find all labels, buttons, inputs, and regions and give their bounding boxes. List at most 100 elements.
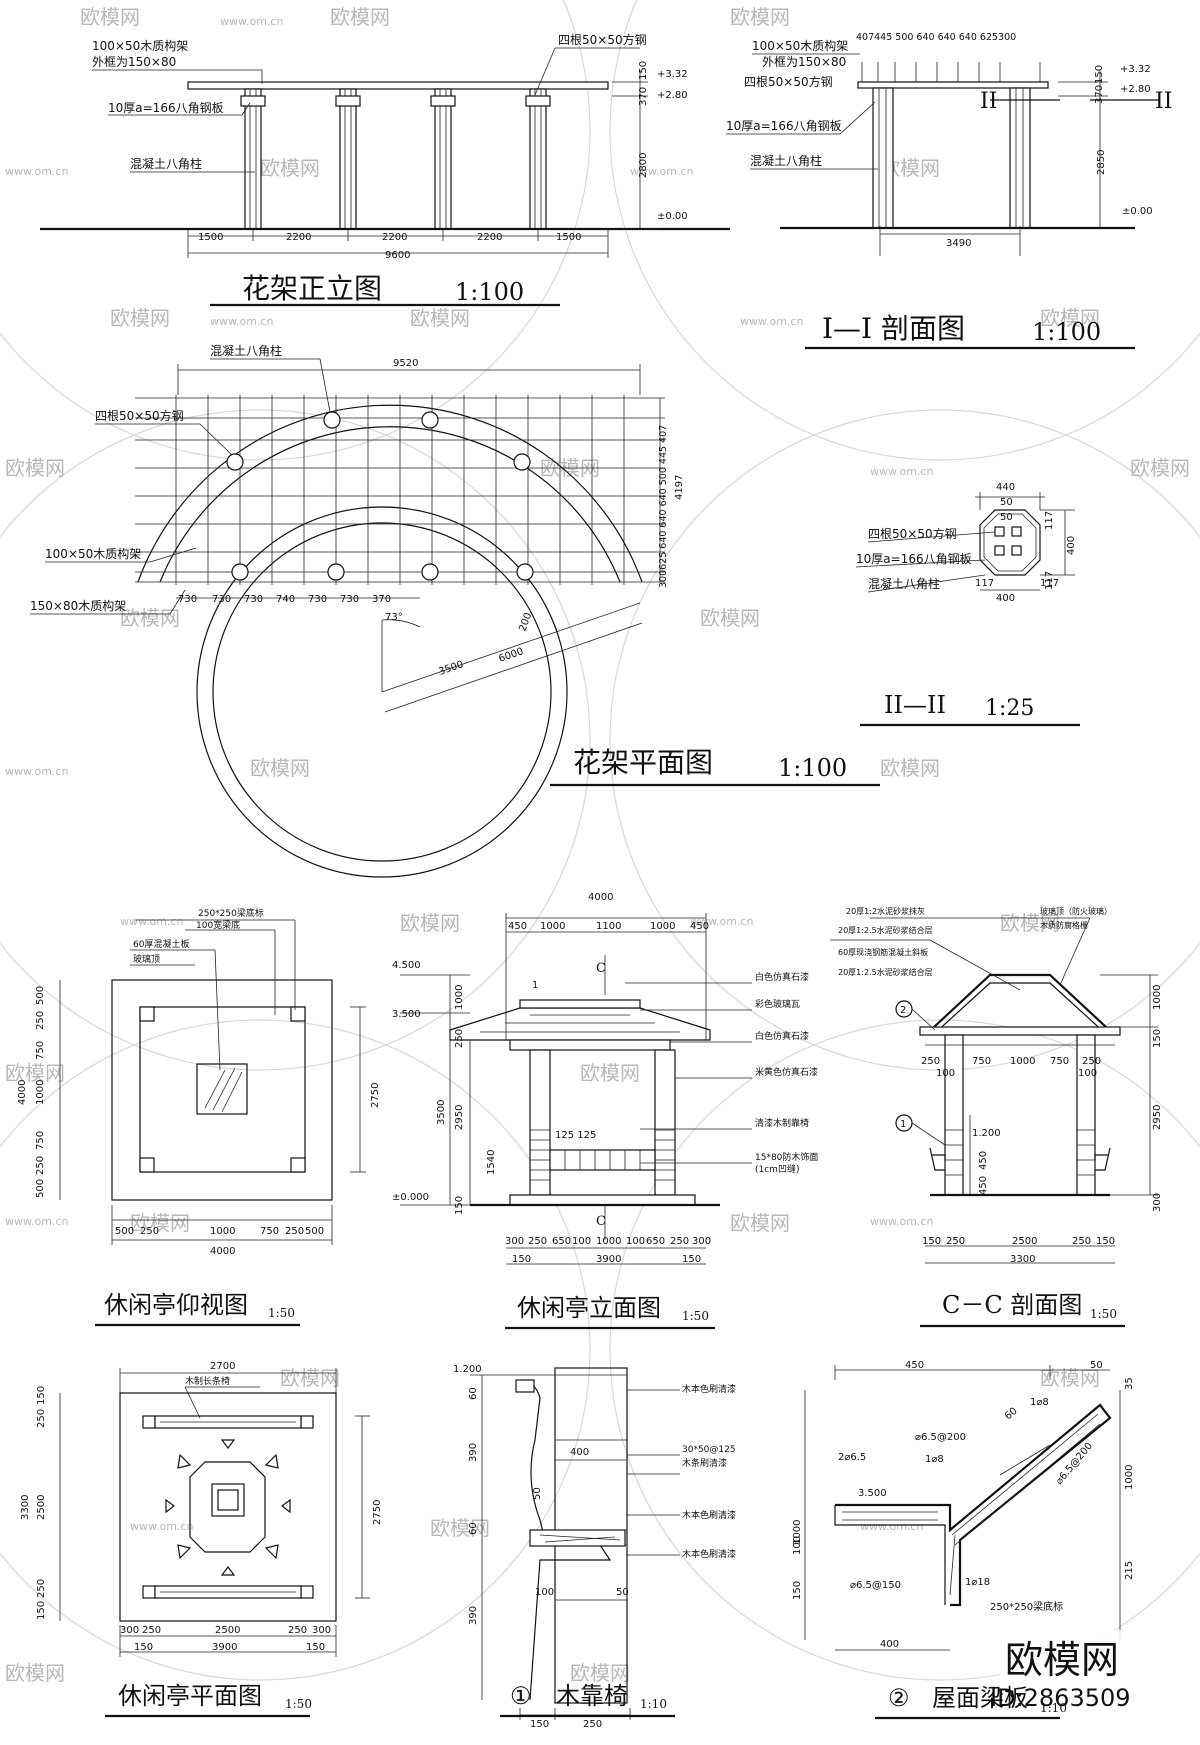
svg-text:3500: 3500 xyxy=(437,659,465,678)
svg-text:9600: 9600 xyxy=(385,250,410,261)
bench-detail-num: ① xyxy=(510,1682,532,1710)
svg-text:250: 250 xyxy=(1082,1056,1101,1067)
svg-text:150: 150 xyxy=(306,1642,325,1653)
svg-text:117: 117 xyxy=(1044,511,1055,530)
svg-text:750: 750 xyxy=(972,1056,991,1067)
roof-outline xyxy=(449,1007,711,1041)
svg-text:215: 215 xyxy=(1124,1561,1135,1580)
svg-text:125 125: 125 125 xyxy=(555,1130,596,1141)
svg-text:www.om.cn: www.om.cn xyxy=(630,165,693,178)
section2-panel: 440 50 50 400 400 117 117 117 117 四根50×5… xyxy=(855,482,1080,727)
svg-text:150: 150 xyxy=(454,1196,465,1215)
svg-text:400: 400 xyxy=(996,593,1015,604)
svg-text:250: 250 xyxy=(140,1226,159,1237)
svg-text:300: 300 xyxy=(120,1625,139,1636)
svg-text:+2.80: +2.80 xyxy=(657,90,688,101)
svg-text:www.om.cn: www.om.cn xyxy=(870,1215,933,1228)
svg-text:750: 750 xyxy=(260,1226,279,1237)
svg-text:150: 150 xyxy=(682,1254,701,1265)
svg-text:欧模网: 欧模网 xyxy=(120,606,180,630)
svg-text:混凝土八角柱: 混凝土八角柱 xyxy=(868,576,940,591)
svg-text:250: 250 xyxy=(35,1011,46,1030)
pavilion-section-title: C－C 剖面图 xyxy=(942,1291,1082,1319)
svg-text:±0.000: ±0.000 xyxy=(392,1192,429,1203)
svg-text:欧模网: 欧模网 xyxy=(400,911,460,935)
svg-text:木本色刷清漆: 木本色刷清漆 xyxy=(682,1548,736,1560)
svg-text:1.200: 1.200 xyxy=(972,1128,1001,1139)
bench xyxy=(549,1149,656,1171)
svg-text:370: 370 xyxy=(1094,85,1105,104)
svg-text:150: 150 xyxy=(1094,65,1105,84)
svg-text:⌀6.5@200: ⌀6.5@200 xyxy=(915,1432,966,1443)
svg-text:400: 400 xyxy=(1066,536,1077,555)
svg-text:玻璃顶: 玻璃顶 xyxy=(133,953,160,965)
svg-text:35: 35 xyxy=(1124,1377,1135,1390)
svg-text:2800: 2800 xyxy=(638,153,649,178)
svg-text:150: 150 xyxy=(36,1601,47,1620)
svg-text:彩色玻璃瓦: 彩色玻璃瓦 xyxy=(755,998,800,1010)
svg-text:2950: 2950 xyxy=(454,1105,465,1130)
svg-text:3900: 3900 xyxy=(596,1254,621,1265)
svg-text:450: 450 xyxy=(690,921,709,932)
svg-text:1000: 1000 xyxy=(454,985,465,1010)
svg-text:C: C xyxy=(596,961,606,976)
svg-text:欧模网: 欧模网 xyxy=(330,5,390,29)
svg-text:6000: 6000 xyxy=(497,646,525,665)
svg-text:1000: 1000 xyxy=(1010,1056,1035,1067)
svg-text:150: 150 xyxy=(36,1386,47,1405)
svg-text:1500: 1500 xyxy=(198,232,223,243)
roof-tiles xyxy=(480,1014,680,1033)
svg-text:±0.00: ±0.00 xyxy=(1122,206,1153,217)
svg-text:4197: 4197 xyxy=(674,475,685,500)
svg-text:1: 1 xyxy=(532,980,538,991)
svg-text:370: 370 xyxy=(372,594,391,605)
svg-text:4000: 4000 xyxy=(210,1246,235,1257)
svg-text:1:100: 1:100 xyxy=(1032,318,1101,346)
svg-text:www.om.cn: www.om.cn xyxy=(860,1520,923,1533)
svg-text:1:10: 1:10 xyxy=(640,1697,667,1711)
bench-detail-panel: 1.200 60 390 60 390 400 50 100 50 150 25… xyxy=(453,1364,736,1730)
svg-text:117: 117 xyxy=(975,578,994,589)
svg-text:1:50: 1:50 xyxy=(285,1697,312,1711)
svg-text:4000: 4000 xyxy=(17,1080,28,1105)
svg-text:250: 250 xyxy=(1072,1236,1091,1247)
svg-text:2: 2 xyxy=(900,1005,906,1016)
brand-logo: 欧模网 xyxy=(1005,1638,1119,1682)
svg-text:欧模网: 欧模网 xyxy=(570,1661,630,1685)
svg-text:3500: 3500 xyxy=(436,1100,447,1125)
svg-text:四根50×50方钢: 四根50×50方钢 xyxy=(95,408,184,423)
svg-text:木条刷清漆: 木条刷清漆 xyxy=(682,1457,727,1469)
svg-text:500: 500 xyxy=(35,1179,46,1198)
svg-text:150×80木质构架: 150×80木质构架 xyxy=(30,598,126,613)
svg-text:60: 60 xyxy=(468,1522,479,1535)
svg-text:390: 390 xyxy=(468,1606,479,1625)
svg-text:1000: 1000 xyxy=(650,921,675,932)
svg-text:300625 640 640 640 500 445 407: 300625 640 640 640 500 445 407 xyxy=(658,425,669,588)
svg-text:外框为150×80: 外框为150×80 xyxy=(92,55,176,69)
svg-text:100: 100 xyxy=(572,1236,591,1247)
elevation-panel: 1500 2200 2200 2200 1500 9600 +3.32 +2.8… xyxy=(40,32,730,307)
svg-text:100宽梁底: 100宽梁底 xyxy=(196,919,240,931)
plan-title: 花架平面图 xyxy=(573,746,713,779)
svg-text:2⌀6.5: 2⌀6.5 xyxy=(838,1452,866,1463)
svg-text:100×50木质构架: 100×50木质构架 xyxy=(752,38,848,53)
watermark-layer: 欧模网 欧模网 欧模网 欧模网 欧模网 欧模网 欧模网 欧模网 欧模网 欧模网 … xyxy=(0,0,1200,1685)
svg-text:250: 250 xyxy=(285,1226,304,1237)
svg-text:清漆木制靠椅: 清漆木制靠椅 xyxy=(755,1117,809,1129)
svg-text:730: 730 xyxy=(178,594,197,605)
svg-text:www.om.cn: www.om.cn xyxy=(120,915,183,928)
bench-detail-title: 木靠椅 xyxy=(556,1682,628,1710)
svg-text:2200: 2200 xyxy=(382,232,407,243)
svg-text:2950: 2950 xyxy=(1152,1105,1163,1130)
svg-text:1540: 1540 xyxy=(486,1150,497,1175)
svg-text:390: 390 xyxy=(468,1443,479,1462)
svg-text:1000: 1000 xyxy=(35,1080,46,1105)
watermark-site: www.om.cn xyxy=(220,15,283,28)
svg-text:300: 300 xyxy=(1152,1193,1163,1212)
svg-text:1000: 1000 xyxy=(792,1520,803,1545)
svg-text:73°: 73° xyxy=(385,612,403,623)
svg-text:1:50: 1:50 xyxy=(682,1309,709,1323)
svg-text:1:10: 1:10 xyxy=(1040,1701,1067,1715)
svg-text:欧模网: 欧模网 xyxy=(5,456,65,480)
svg-text:400: 400 xyxy=(880,1639,899,1650)
